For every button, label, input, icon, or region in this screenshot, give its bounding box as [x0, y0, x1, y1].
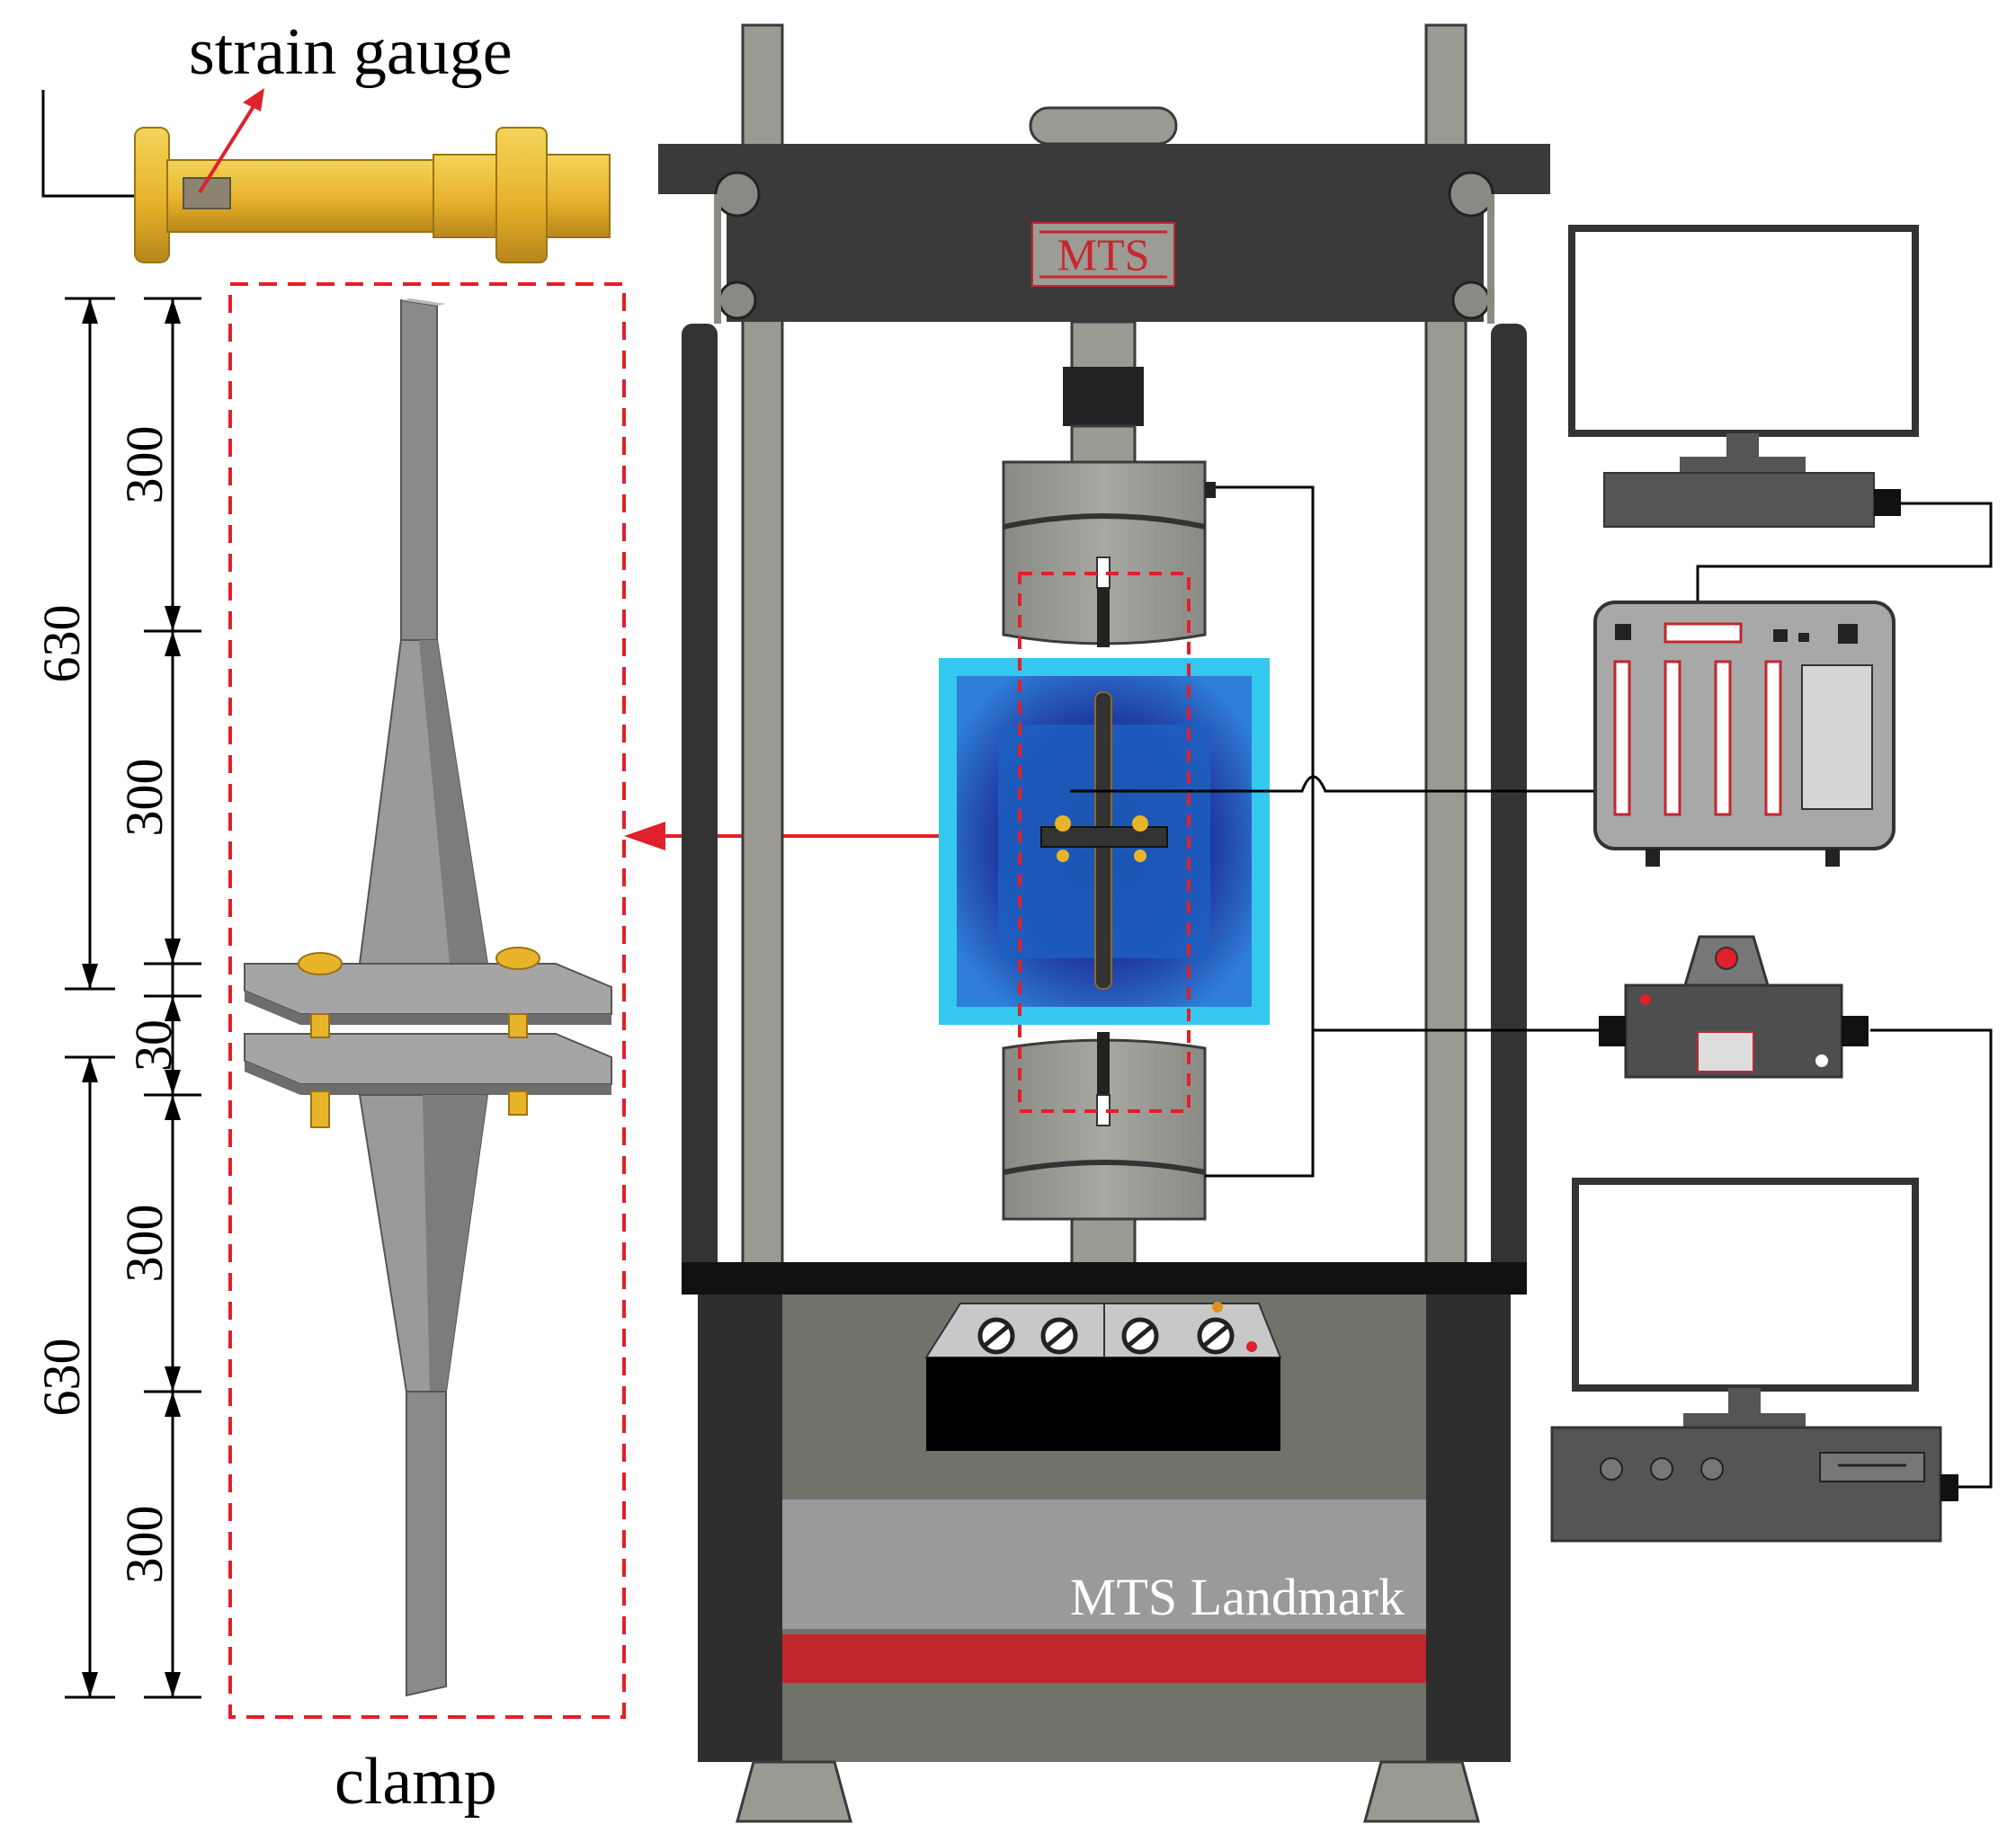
dim-upper-seg-2: 300 [115, 759, 174, 837]
bolt-thread-left [433, 154, 497, 238]
strain-gauge-arrowhead [243, 88, 264, 111]
bolt-head [134, 127, 170, 263]
detail-arrowhead [624, 822, 665, 850]
red-stripe [782, 1634, 1426, 1683]
upper-plate [244, 963, 612, 1015]
upper-grip [1002, 460, 1207, 645]
dimension-arrowheads [82, 298, 181, 1697]
clamp-specimen [244, 298, 612, 1697]
crosshead-top [658, 144, 1550, 194]
dim-lower-total: 630 [32, 1339, 91, 1417]
mts-landmark-label: MTS Landmark [1070, 1568, 1405, 1626]
strain-gauge-arrow [198, 99, 259, 194]
dim-upper-total: 630 [32, 605, 91, 683]
clamp-detail-box [228, 282, 626, 1719]
dimension-annotations [65, 297, 201, 1699]
foot-left [736, 1760, 852, 1823]
bolt-nut [495, 127, 548, 263]
computer-icon [1550, 1178, 1958, 1543]
mts-badge [1031, 222, 1175, 287]
dim-lower-seg-2: 300 [115, 1506, 174, 1584]
strain-gauge-bolt: strain gauge [41, 15, 611, 263]
dim-lower-seg-1: 300 [115, 1205, 174, 1283]
upper-strip [400, 298, 438, 641]
top-cap [1029, 106, 1178, 146]
base-bar [682, 1262, 1527, 1295]
specimen-dashed-box [1018, 572, 1191, 1113]
lower-strip [406, 1391, 447, 1697]
bolt-icon [298, 947, 540, 1128]
load-cell [1063, 367, 1144, 426]
dim-gap: 30 [124, 1019, 183, 1072]
dim-upper-seg-1: 300 [115, 426, 174, 504]
console-screen [926, 1357, 1280, 1451]
side-post-left [682, 324, 718, 1277]
mts-badge-text: MTS [1057, 229, 1150, 280]
strain-gauge-label: strain gauge [189, 15, 513, 89]
clamp-label: clamp [335, 1745, 497, 1819]
side-post-right [1491, 324, 1527, 1277]
bolt-thread-right [546, 154, 611, 238]
amplifier-icon [1599, 935, 1869, 1079]
monitor-icon [1568, 225, 1919, 528]
console-knobs [977, 1317, 1235, 1355]
data-acquisition-icon [1593, 601, 1896, 867]
mts-machine: MTS [658, 23, 1550, 1823]
wiring [1070, 485, 1993, 1489]
lower-grip [1002, 1038, 1207, 1221]
lower-plate [244, 1033, 612, 1085]
foot-right [1363, 1760, 1480, 1823]
brand-panel [782, 1499, 1426, 1629]
